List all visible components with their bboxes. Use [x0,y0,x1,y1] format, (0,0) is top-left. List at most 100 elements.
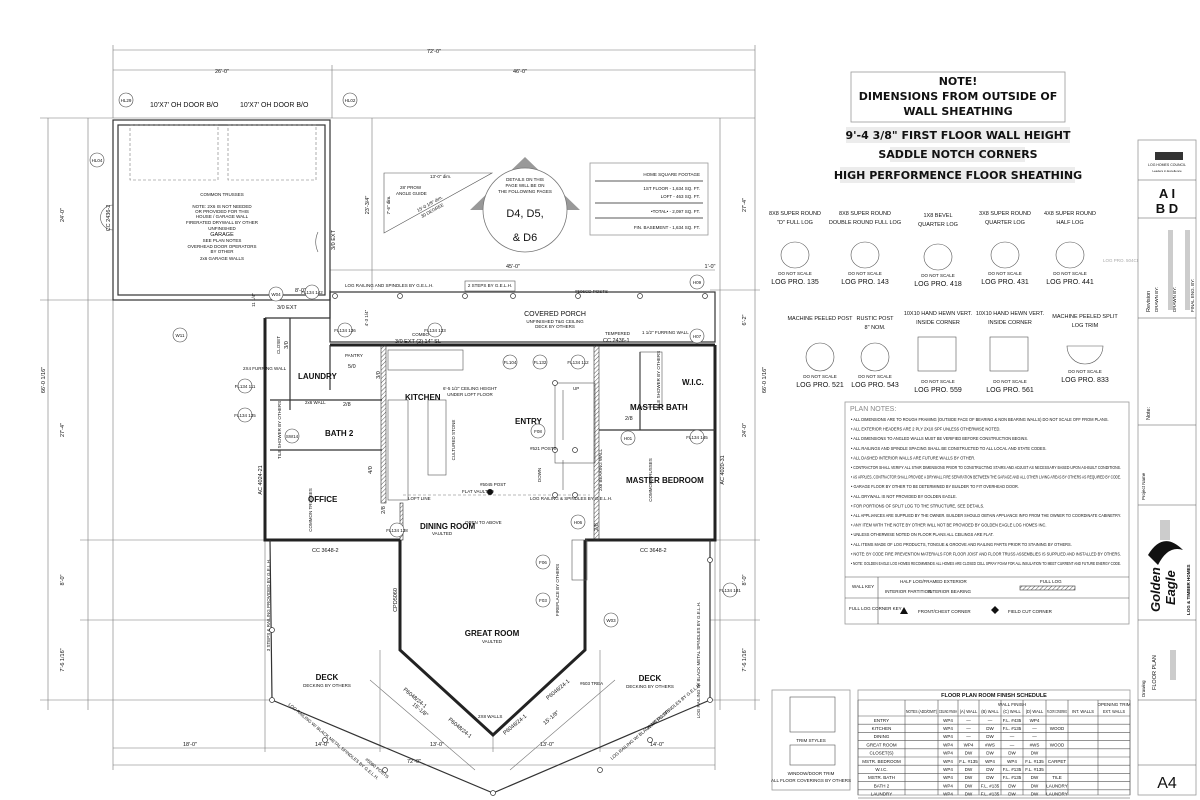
porch-railing-note: LOG RAILING AND SPINDLES BY G.E.L.H. [345,283,433,288]
bedroom-door: 2/8 [594,523,600,531]
schedule-header: CEILING FINISH [939,709,957,714]
dim-right-top: 27'-4" [742,198,748,212]
tile-shower-bath2: TILE SHOWER BY OTHERS [277,401,282,459]
dim-right-lower: 8'-0" [742,574,748,585]
deck-railing [269,539,713,796]
room-label-entry: ENTRY [515,417,542,426]
schedule-group-wall: WALL FINISH [998,702,1026,707]
council-logo-sub: Leaders in Excellence [1152,169,1182,173]
svg-text:FL134 135: FL134 135 [234,413,256,418]
room-label-office: OFFICE [308,495,338,504]
tag: H06 [570,514,586,530]
slider-door: 3/0 EXT (2) 14" SL [395,339,441,345]
legend-line: ALL FLOOR COVERINGS BY OTHERS [771,778,851,783]
svg-text:W11: W11 [176,333,185,338]
schedule-cell: — [966,718,971,723]
sqft-title: HOME SQUARE FOOTAGE [643,172,700,177]
tag: HL29 [118,92,134,108]
tag: H09 [689,274,705,290]
garage-note: FIRERATED DRYWALL BY OTHER [186,220,259,225]
log-profile-title: 8" NOM. [865,325,886,331]
dim-bottom-2: 14'-0" [315,742,329,748]
log-profile-title: 4X8 SUPER ROUND [1044,211,1096,217]
svg-text:FL134 136: FL134 136 [334,328,356,333]
dim-left-overall: 66'-0 1/16" [41,367,47,393]
tag: FL134 135 [234,407,256,423]
sqft-total: •TOTAL• - 2,097 SQ. FT. [651,209,700,214]
tag: FL134 112 [567,354,589,370]
schedule-cell: WP4 [943,783,953,788]
house-walls [263,290,717,542]
garage-note: HOUSE / GARAGE WALL [196,214,249,219]
tag: FL104 [502,354,518,370]
dim-inner-garage: 23'-3/4" [365,196,371,215]
dim-bottom-4: 13'-0" [540,742,554,748]
log-profile-title: QUARTER LOG [918,222,958,228]
dimension-lines [40,45,760,770]
log-profile-code: LOG PRO. 135 [771,279,819,286]
dim-left-lower: 8'-0" [60,574,66,585]
master-bath-door: 2/8 [625,416,633,422]
schedule-cell: WP4 [943,726,953,731]
svg-text:HL29: HL29 [121,98,132,103]
schedule-cell: MSTR. BATH [868,775,895,780]
plan-note-item: • ANY ITEM WITH THE NOTE BY OTHER WILL N… [851,523,1047,528]
schedule-cell: DW [986,775,994,780]
door-cpd5060: CPD5060 [393,588,399,612]
dim-porch-offset: 1'-0" [705,264,716,270]
tag: SW14 [284,428,300,444]
dim-porch-depth: 4'-3 1/4" [364,309,369,326]
room-label-wic: W.I.C. [682,378,704,387]
do-not-scale-note: DO NOT SCALE [778,271,811,276]
schedule-cell: F.L. #135 [981,783,1000,788]
plan-note-item: • ALL EXTERIOR HEADERS ARE 2 PLY 2X10 SP… [851,427,1001,432]
ceiling-height-note: 6'-5 1/2" CEILING HEIGHT [443,386,497,391]
schedule-title: FLOOR PLAN ROOM FINISH SCHEDULE [941,693,1047,699]
legend-title: TRIM STYLES [796,738,826,743]
svg-text:FL134 145: FL134 145 [686,435,708,440]
schedule-cell: W.I.C. [875,767,887,772]
note-box [850,71,1066,123]
schedule-cell: DW [965,751,973,756]
prow-guide-title: ANGLE GUIDE [396,191,427,196]
schedule-cell: DW [965,792,973,797]
schedule-cell: DINING [874,734,890,739]
tag: FL134 142 [301,284,323,300]
svg-text:FL132: FL132 [534,360,547,365]
schedule-cell: WP4 [1007,759,1017,764]
tag: FL134 101 [719,582,741,598]
sqft-basement: FIN. BASEMENT - 1,634 SQ. FT. [634,225,700,230]
svg-text:F03: F03 [539,598,547,603]
svg-text:W03: W03 [606,618,616,623]
tag: H07 [689,328,705,344]
log-profile-code: LOG PRO. 431 [981,279,1029,286]
prow-guide-side: 7'-6" dim. [386,196,391,215]
svg-text:FL134 111: FL134 111 [235,384,256,389]
svg-text:H06: H06 [574,520,583,525]
deck-posts-note-right: #5060 POSTS [645,708,670,730]
deck-railing-left-note: LOG RAILING W/ BLACK METAL SPINDLES BY G… [287,702,379,781]
plan-note-item: • ALL DASHED INTERIOR WALLS ARE FUTURE W… [851,455,975,460]
plan-note-item: • ALL DRYWALL IS NOT PROVIDED BY GOLDEN … [851,494,957,499]
plan-note-item: • ALL DIMENSIONS ARE TO ROUGH FRAMING (O… [851,417,1109,422]
schedule-cell: WP4 [943,767,953,772]
room-label-garage: GARAGE [210,232,234,238]
log-profile-code: LOG PRO. 521 [796,382,844,389]
dim-bottom-1: 18'-0" [183,742,197,748]
window-cc2436-1: CC 2436-1 [603,338,630,344]
schedule-cell: WP4 [1030,718,1040,723]
tag: FL132 [532,354,548,370]
log-profile-code: LOG PRO. 143 [841,279,889,286]
under-loft-note: UNDER LOFT FLOOR [447,392,493,397]
schedule-header: NOTES (ADD/OMIT) [906,709,937,714]
kitchen-door: 3/0 [376,371,382,379]
svg-text:FL134 142: FL134 142 [301,290,323,295]
svg-text:H09: H09 [693,280,702,285]
